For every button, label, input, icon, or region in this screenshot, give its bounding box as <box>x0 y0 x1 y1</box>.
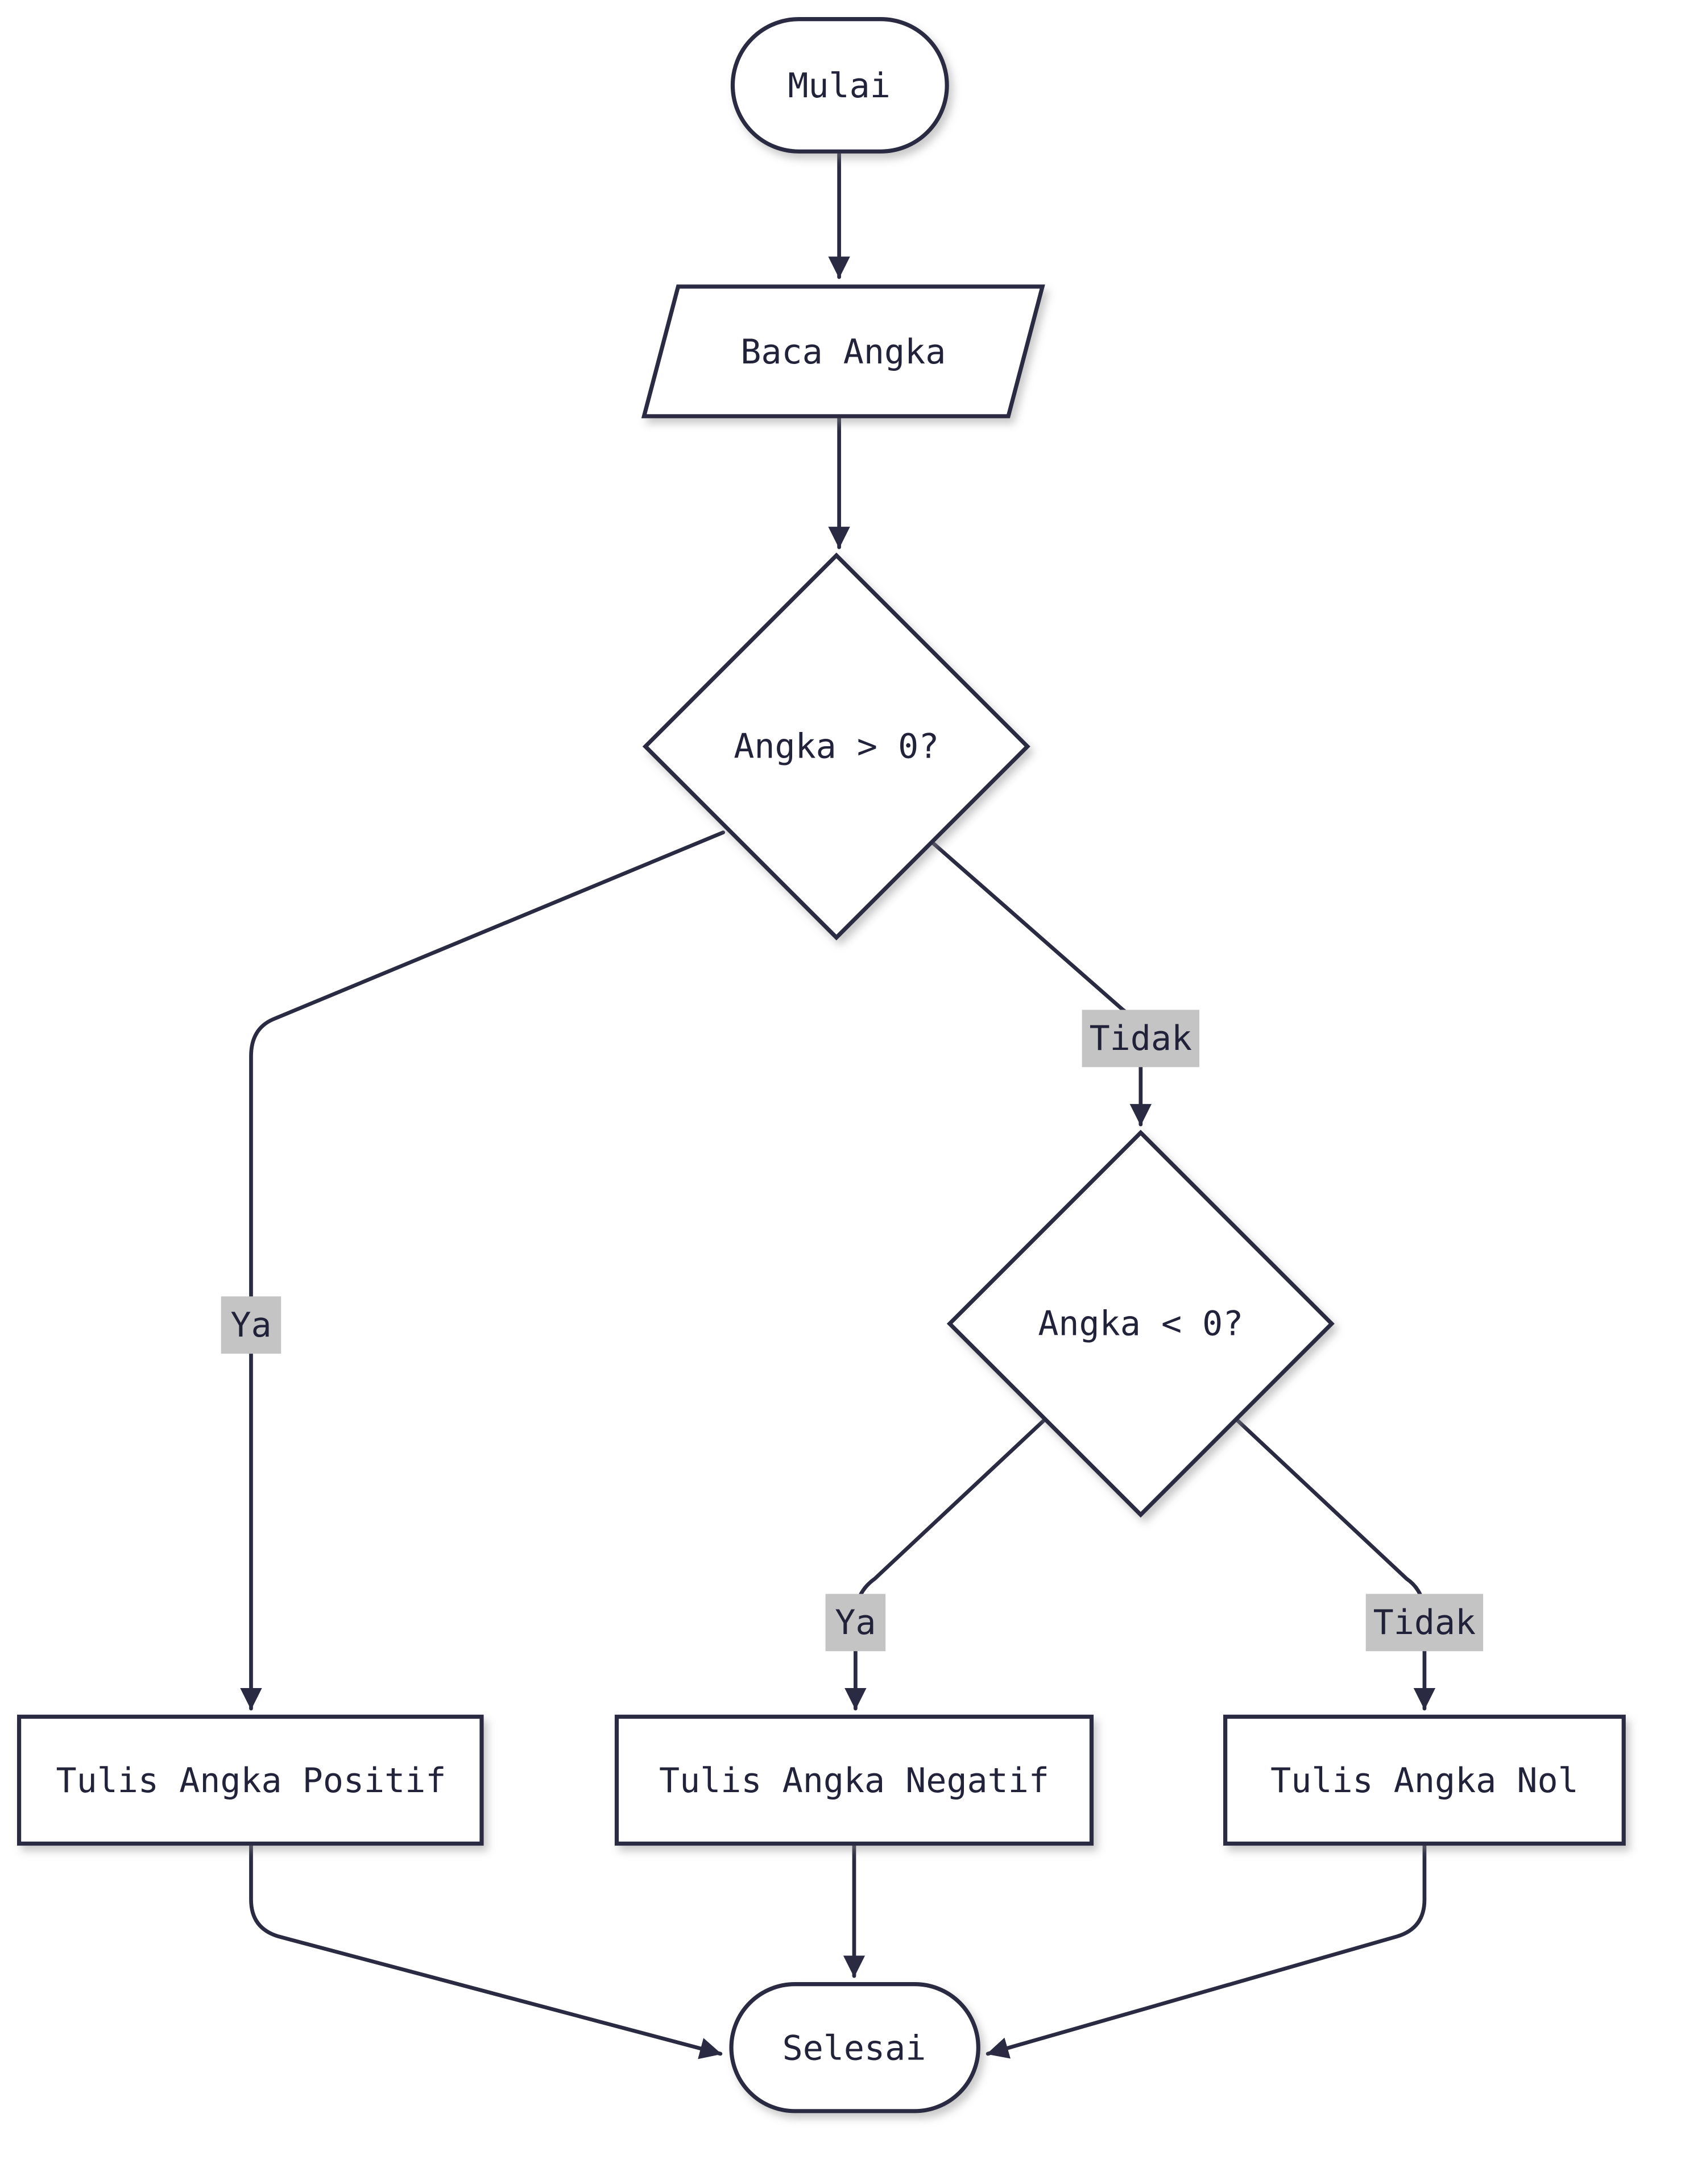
edge-label-yes-2: Ya <box>825 1594 886 1652</box>
edge-label-no-2-text: Tidak <box>1373 1603 1476 1643</box>
edge-label-no-2: Tidak <box>1365 1594 1484 1652</box>
edge-write-zero-to-end <box>986 1842 1427 2059</box>
edge-yes-to-write-positive <box>240 830 726 1711</box>
end-node: Selesai <box>729 1982 980 2113</box>
decision-positive-node-label: Angka > 0? <box>734 726 939 766</box>
decision-negative-node: Angka < 0? <box>946 1130 1335 1518</box>
read-input-node: Baca Angka <box>641 284 1045 419</box>
edge-yes-to-write-negative <box>844 1417 1047 1711</box>
edge-label-yes-2-text: Ya <box>835 1603 876 1643</box>
write-negative-node: Tulis Angka Negatif <box>614 1714 1094 1846</box>
read-input-node-label: Baca Angka <box>740 332 946 372</box>
write-zero-node: Tulis Angka Nol <box>1223 1714 1626 1846</box>
end-node-shape <box>729 1982 980 2113</box>
decision-positive-node-shape <box>642 552 1030 941</box>
nodes-layer: Mulai Baca Angka Angka > 0? Angka < 0? T… <box>16 16 1626 2113</box>
edge-label-yes-1-bg <box>221 1296 281 1354</box>
edge-label-yes-1: Ya <box>221 1296 281 1354</box>
start-node-label: Mulai <box>788 66 891 106</box>
edge-label-no-1: Tidak <box>1082 1010 1200 1068</box>
start-node: Mulai <box>730 16 949 154</box>
edge-write-positive-to-end <box>249 1842 723 2059</box>
edge-label-no-2-bg <box>1365 1594 1484 1652</box>
edge-labels-layer: Ya Tidak Ya Tidak <box>221 1010 1484 1652</box>
decision-negative-node-shape <box>946 1130 1335 1518</box>
decision-positive-node: Angka > 0? <box>642 552 1030 941</box>
read-input-node-shape <box>641 284 1045 419</box>
write-zero-node-shape <box>1223 1714 1626 1846</box>
write-positive-node-label: Tulis Angka Positif <box>56 1761 446 1801</box>
write-zero-node-label: Tulis Angka Nol <box>1270 1761 1579 1801</box>
write-negative-node-shape <box>614 1714 1094 1846</box>
edge-no-to-write-zero <box>1234 1417 1436 1711</box>
start-node-shape <box>730 16 949 154</box>
write-positive-node: Tulis Angka Positif <box>16 1714 484 1846</box>
edge-label-no-1-text: Tidak <box>1090 1019 1193 1058</box>
edge-label-yes-1-text: Ya <box>230 1305 271 1345</box>
end-node-label: Selesai <box>782 2028 926 2068</box>
edge-label-no-1-bg <box>1082 1010 1200 1068</box>
edge-no-to-check-negative <box>931 841 1152 1127</box>
decision-negative-node-label: Angka < 0? <box>1038 1304 1243 1343</box>
edge-label-yes-2-bg <box>825 1594 886 1652</box>
write-positive-node-shape <box>16 1714 484 1846</box>
write-negative-node-label: Tulis Angka Negatif <box>659 1761 1049 1801</box>
